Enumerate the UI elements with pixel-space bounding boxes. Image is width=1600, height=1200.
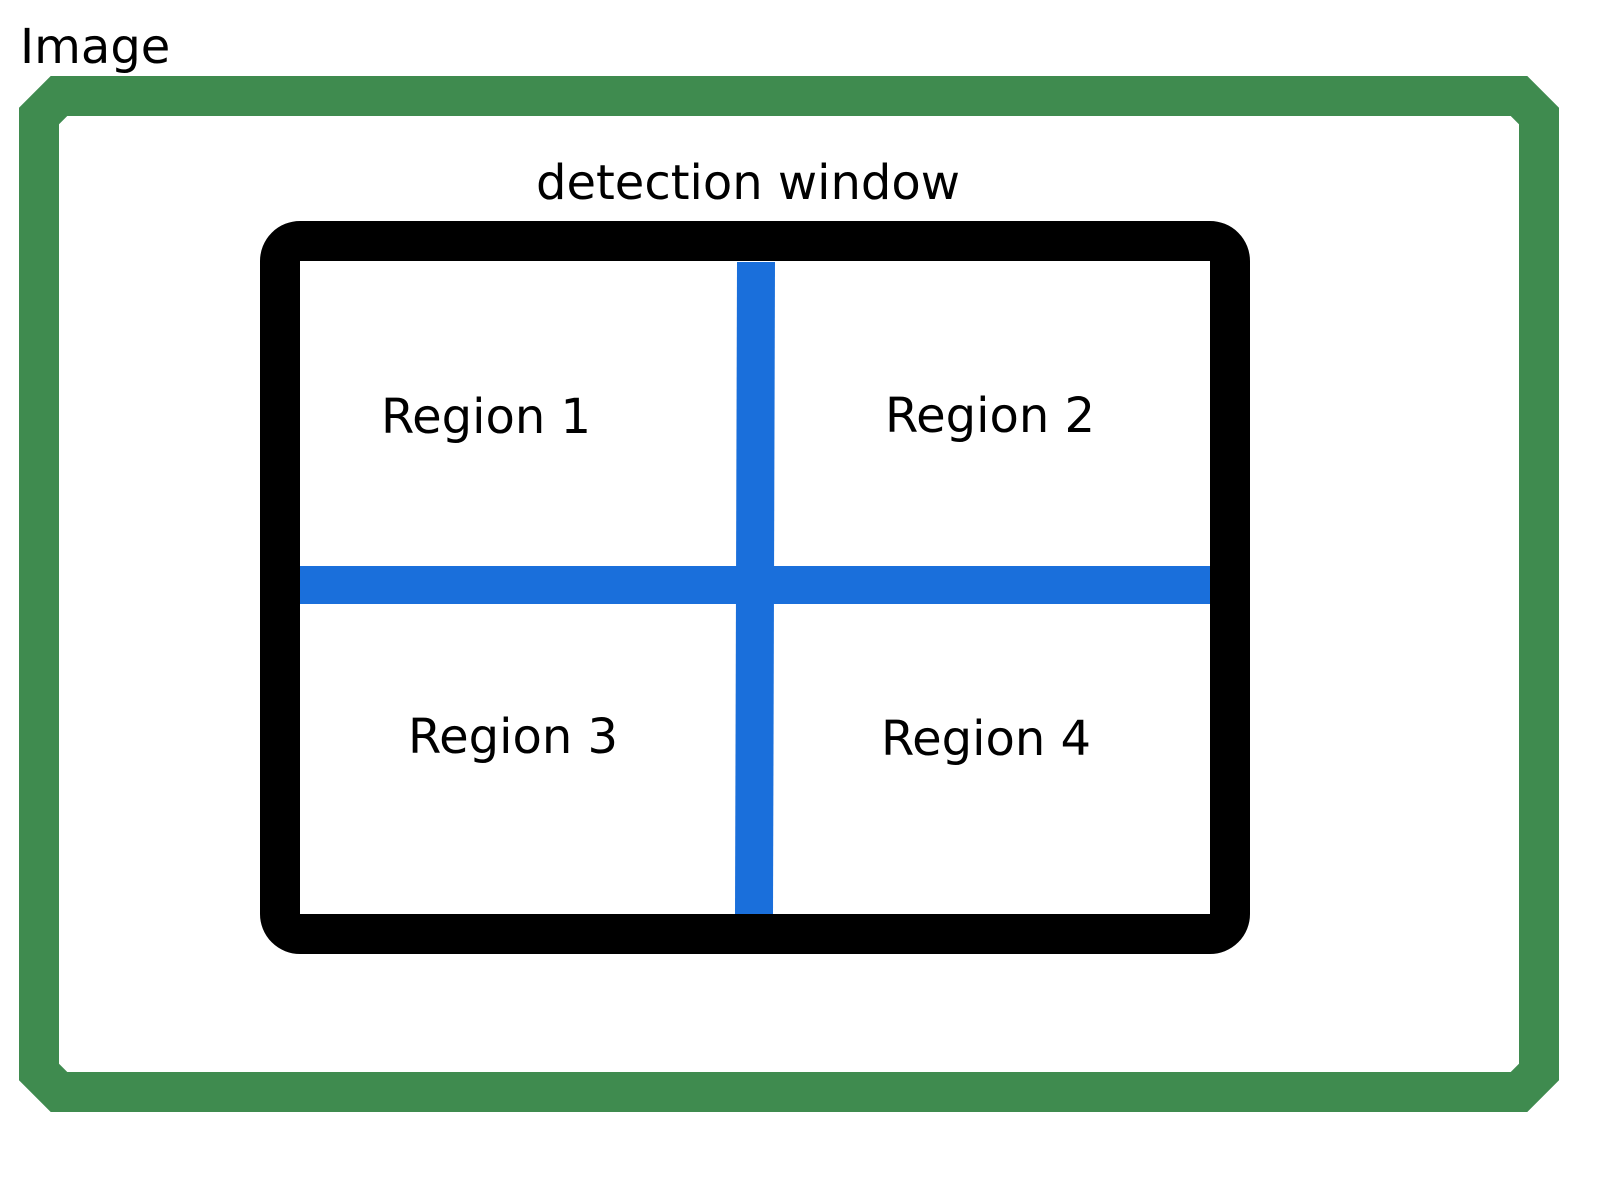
region-1-label: Region 1 (381, 389, 591, 445)
region-4-label: Region 4 (881, 711, 1091, 767)
image-frame (19, 76, 1559, 1112)
detection-window-frame (260, 221, 1250, 954)
region-3-label: Region 3 (408, 709, 618, 765)
region-2-label: Region 2 (885, 388, 1095, 444)
detection-window-label: detection window (536, 155, 960, 211)
image-label: Image (20, 19, 170, 75)
